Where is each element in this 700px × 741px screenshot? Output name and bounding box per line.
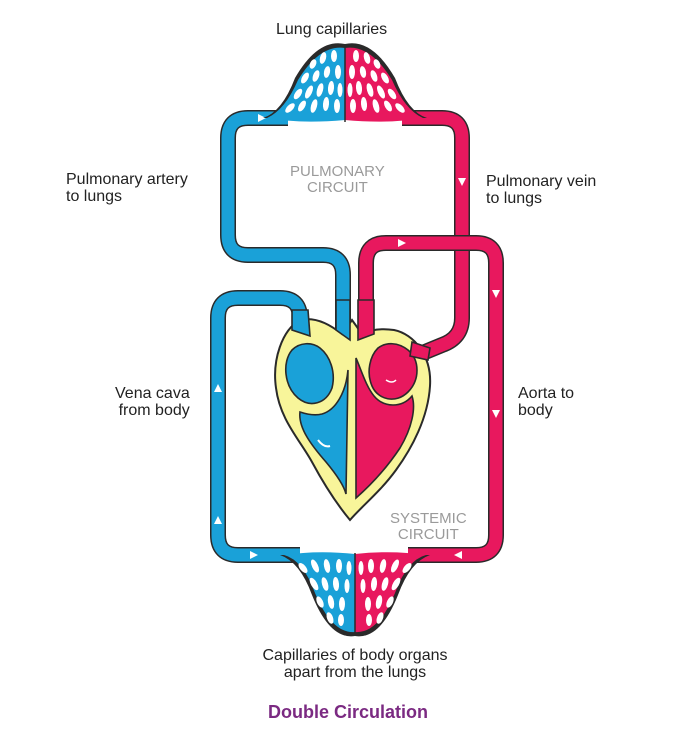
aorta-vessel bbox=[358, 235, 504, 563]
systemic-circuit-label: SYSTEMIC CIRCUIT bbox=[390, 511, 467, 543]
vena-cava-vessel bbox=[210, 290, 308, 563]
heart bbox=[274, 299, 432, 522]
arrow-pulmonary-artery bbox=[258, 114, 266, 122]
lung-capillary-mesh-left bbox=[285, 50, 343, 113]
body-capillary-mesh-left bbox=[298, 559, 352, 626]
lung-capillaries bbox=[263, 43, 427, 122]
aortic-arch-root bbox=[357, 299, 375, 342]
pulmonary-vein-vessel bbox=[402, 110, 470, 360]
body-capillaries-label: Capillaries of body organs apart from th… bbox=[200, 647, 510, 681]
pulmonary-circuit-label-line-2: CIRCUIT bbox=[306, 179, 368, 196]
pulmonary-circuit-label-line-1: PULMONARY bbox=[290, 163, 385, 180]
vena-cava-label-line-2: from body bbox=[118, 402, 190, 419]
body-capillaries bbox=[280, 552, 430, 637]
right-ventricle bbox=[299, 369, 349, 495]
arrow-aorta-right-2 bbox=[492, 410, 500, 418]
pulmonary-vein-label-line-2: to lungs bbox=[486, 190, 543, 207]
arrow-vena-cava-1 bbox=[214, 384, 222, 392]
pulmonary-artery-label: Pulmonary artery to lungs bbox=[66, 171, 188, 205]
arrow-aorta-bottom bbox=[454, 551, 462, 559]
systemic-circuit-label-line-2: CIRCUIT bbox=[397, 526, 459, 543]
body-capillaries-label-line-2: apart from the lungs bbox=[283, 664, 427, 681]
lung-capillary-mesh-right bbox=[347, 50, 405, 113]
arrow-vena-cava-bottom bbox=[250, 551, 258, 559]
right-atrium bbox=[285, 342, 335, 405]
aorta-label-line-2: body bbox=[518, 402, 553, 419]
vena-cava-label-line-1: Vena cava bbox=[115, 385, 190, 402]
body-capillary-mesh-right bbox=[358, 559, 412, 626]
left-ventricle bbox=[355, 357, 415, 500]
pulmonary-artery-vessel bbox=[220, 110, 351, 410]
vena-cava-label: Vena cava from body bbox=[115, 385, 190, 419]
pulmonary-artery-label-line-2: to lungs bbox=[66, 188, 123, 205]
pulmonary-circuit-label: PULMONARY CIRCUIT bbox=[290, 164, 385, 196]
pulmonary-vein-label-line-1: Pulmonary vein bbox=[486, 173, 597, 190]
aorta-label-line-1: Aorta to bbox=[518, 385, 575, 402]
body-capillaries-label-line-1: Capillaries of body organs bbox=[262, 647, 448, 664]
systemic-circuit-label-line-1: SYSTEMIC bbox=[390, 510, 467, 527]
aorta-label: Aorta to body bbox=[518, 385, 574, 419]
pulmonary-artery-label-line-1: Pulmonary artery bbox=[66, 171, 188, 188]
arrow-pulmonary-vein bbox=[458, 178, 466, 186]
pulmonary-vein-root bbox=[409, 340, 431, 361]
pulmonary-trunk bbox=[335, 299, 351, 342]
left-atrium bbox=[368, 342, 418, 400]
diagram-title: Double Circulation bbox=[267, 702, 428, 722]
lung-capillaries-label: Lung capillaries bbox=[276, 21, 388, 38]
arrow-aorta-right-1 bbox=[492, 290, 500, 298]
pulmonary-vein-label: Pulmonary vein to lungs bbox=[486, 173, 596, 207]
superior-vena-cava-root bbox=[291, 309, 311, 338]
arrow-aorta-top bbox=[398, 239, 406, 247]
arrow-vena-cava-2 bbox=[214, 516, 222, 524]
